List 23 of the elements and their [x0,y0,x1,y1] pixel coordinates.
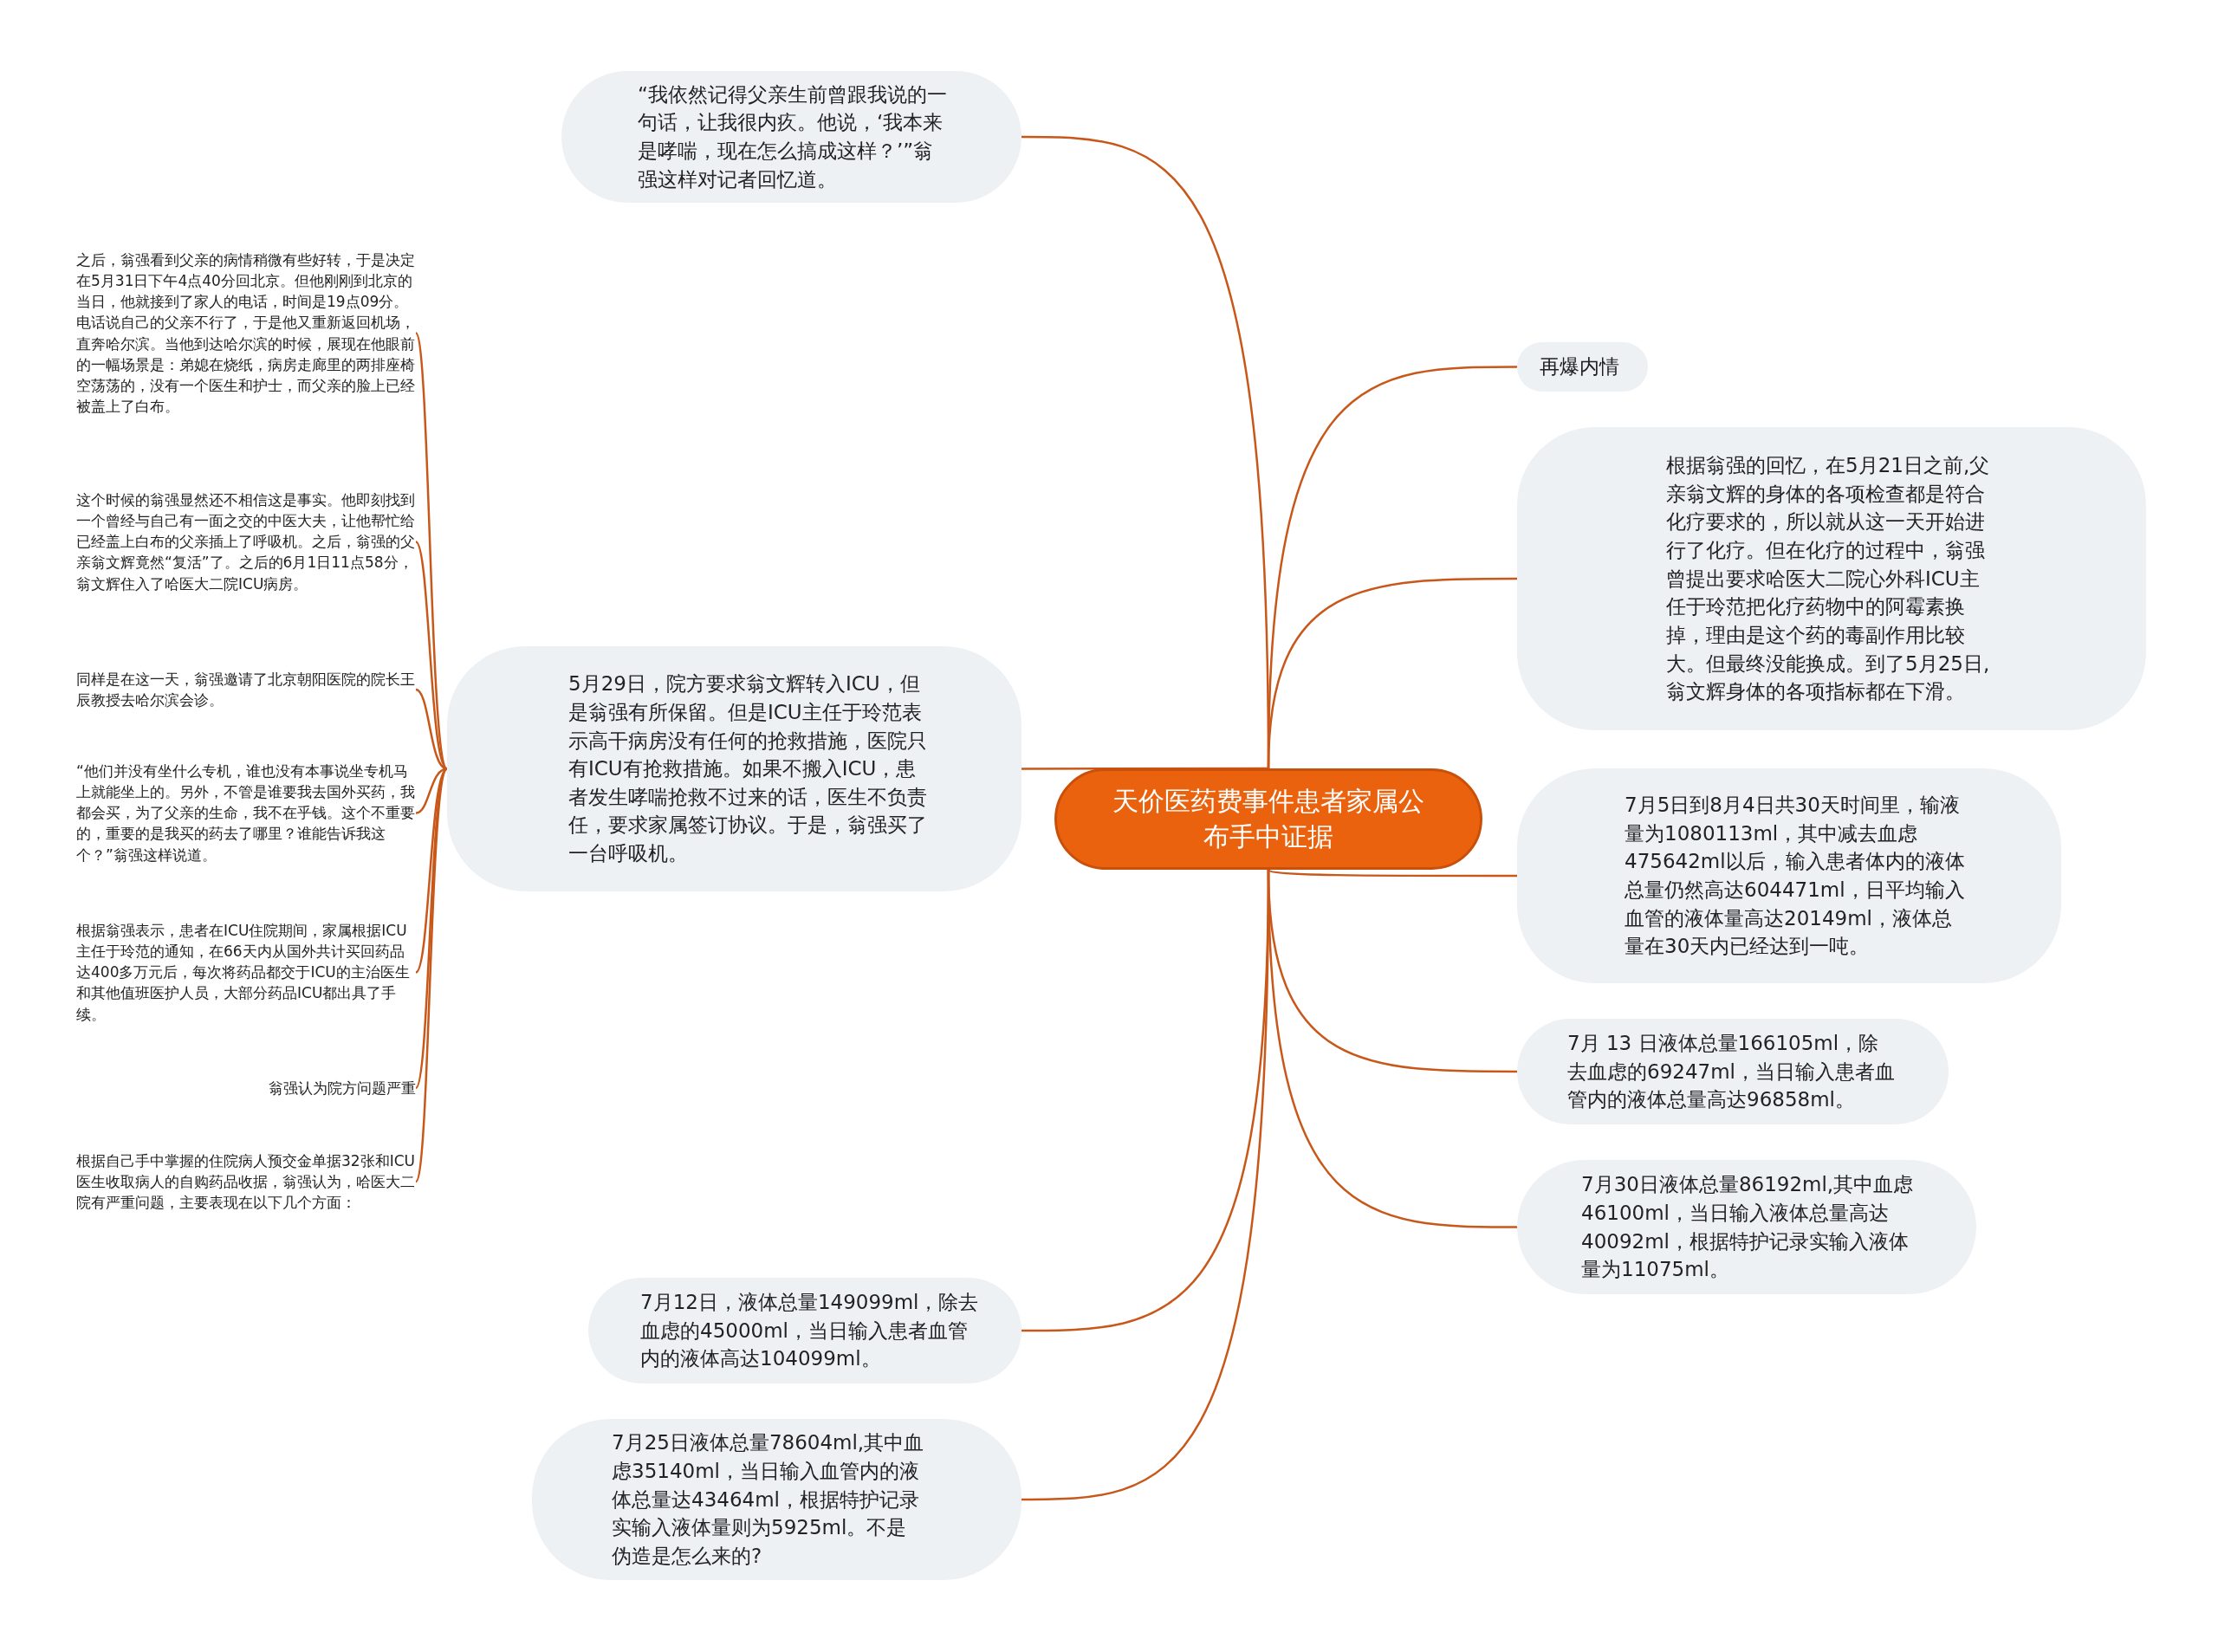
topic-text: 根据自己手中掌握的住院病人预交金单据32张和ICU医生收取病人的自购药品收据，翁强认为，哈医大二院有严重问题，主要表现在以下几个方面： [76,1150,416,1214]
topic-text: 根据翁强表示，患者在ICU住院期间，家属根据ICU主任于玲范的通知，在66天内从国外共计买回药品达400多万元后，每次将药品都交于ICU的主治医生和其他值班医护人员，大部分药品ICU都出具了手续。 [76,920,416,1025]
topic-text: 同样是在这一天，翁强邀请了北京朝阳医院的院长王辰教授去哈尔滨会诊。 [76,669,416,711]
connector-line [1021,767,1269,770]
topic-text: 翁强认为院方问题严重 [76,1078,416,1099]
connector-line [1267,869,1517,1228]
topic-bubble: 再爆内情 [1517,342,1648,392]
topic-bubble: 7月12日，液体总量149099ml，除去血虑的45000ml，当日输入患者血管内的液体高达104099ml。 [588,1278,1021,1383]
topic-text: 之后，翁强看到父亲的病情稍微有些好转，于是决定在5月31日下午4点40分回北京。但他刚刚到北京的当日，他就接到了家人的电话，时间是19点09分。电话说自己的父亲不行了，于是他又重新返回机场，直奔哈尔滨。当他到达哈尔滨的时候，展现在他眼前的一幅场景是：弟媳在烧纸，病房走廊里的两排座椅空荡荡的，没有一个医生和护士，而父亲的脸上已经被盖上了白布。 [76,249,416,417]
connector-line [415,541,448,770]
topic-bubble: 根据翁强的回忆，在5月21日之前,父亲翁文辉的身体的各项检查都是符合化疗要求的，所以就从这一天开始进行了化疗。但在化疗的过程中，翁强曾提出要求哈医大二院心外科ICU主任于玲范把化疗药物中的阿霉素换掉，理由是这个药的毒副作用比较大。但最终没能换成。到了5月25日,翁文辉身体的各项指标都在下滑。 [1517,427,2146,730]
connector-line [414,768,449,1182]
topic-text: 这个时候的翁强显然还不相信这是事实。他即刻找到一个曾经与自己有一面之交的中医大夫，让他帮忙给已经盖上白布的父亲插上了呼吸机。之后，翁强的父亲翁文辉竟然“复活”了。之后的6月1日11点58分，翁文辉住入了哈医大二院ICU病房。 [76,489,416,594]
central-topic: 天价医药费事件患者家属公布手中证据 [1054,768,1482,870]
topic-text: “他们并没有坐什么专机，谁也没有本事说坐专机马上就能坐上的。另外，不管是谁要我去国外买药，我都会买，为了父亲的生命，我不在乎钱。这个不重要的，重要的是我买的药去了哪里？谁能告诉我这个？”翁强这样说道。 [76,761,416,865]
topic-bubble: 7月25日液体总量78604ml,其中血虑35140ml，当日输入血管内的液体总量达43464ml，根据特护记录实输入液体量则为5925ml。不是伪造是怎么来的? [532,1419,1021,1580]
topic-bubble: 5月29日，院方要求翁文辉转入ICU，但是翁强有所保留。但是ICU主任于玲范表示高干病房没有任何的抢救措施，医院只有ICU有抢救措施。如果不搬入ICU，患者发生哮喘抢救不过来的话，医生不负责任，要求家属签订协议。于是，翁强买了一台呼吸机。 [447,646,1021,891]
topic-bubble: 7月5日到8月4日共30天时间里，输液量为1080113ml，其中减去血虑475642ml以后，输入患者体内的液体总量仍然高达604471ml，日平均输入血管的液体量高达20149ml，液体总量在30天内已经达到一吨。 [1517,768,2061,983]
topic-bubble: “我依然记得父亲生前曾跟我说的一句话，让我很内疚。他说，‘我本来是哮喘，现在怎么搞成这样？’”翁强这样对记者回忆道。 [561,71,1021,203]
topic-bubble: 7月 13 日液体总量166105ml，除去血虑的69247ml，当日输入患者血管内的液体总量高达96858ml。 [1517,1019,1949,1124]
connector-line [1268,868,1517,878]
connector-line [1267,577,1517,769]
topic-bubble: 7月30日液体总量86192ml,其中血虑46100ml，当日输入液体总量高达40092ml，根据特护记录实输入液体量为11075ml。 [1517,1160,1976,1294]
